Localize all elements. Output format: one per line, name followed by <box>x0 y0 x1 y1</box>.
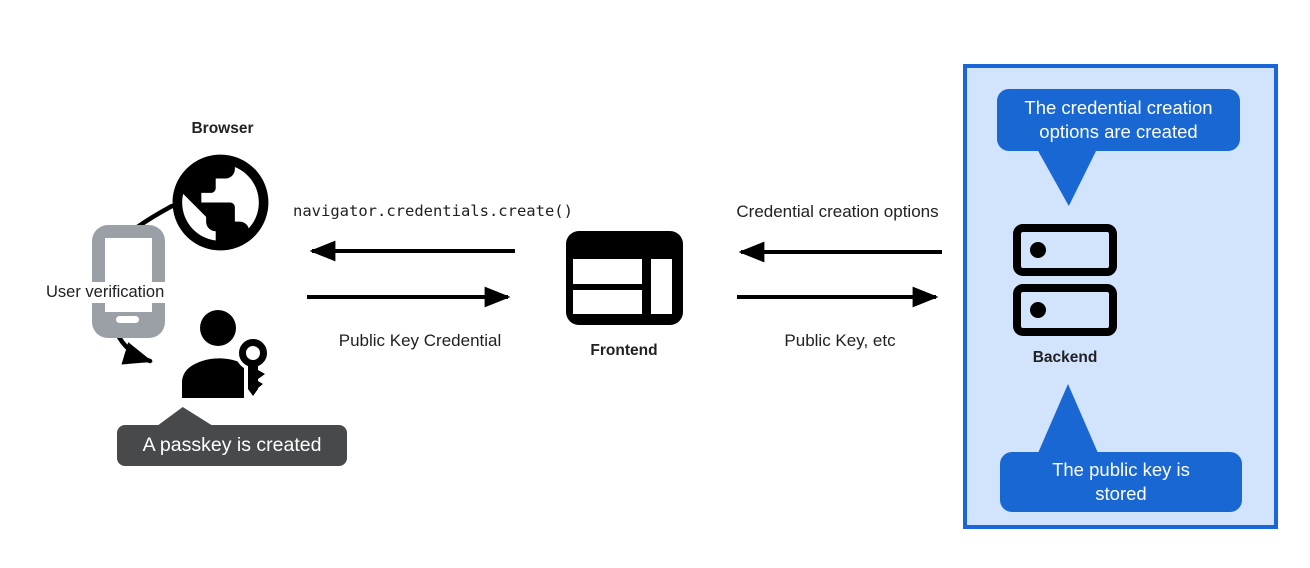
browser-globe-icon <box>172 154 269 251</box>
create-call-text: navigator.credentials.create() <box>293 202 573 220</box>
browser-node-label: Browser <box>191 120 254 137</box>
passkey-created-tooltip: A passkey is created <box>117 407 347 466</box>
bubble-pointer-up <box>1038 384 1098 453</box>
backend-node-label: Backend <box>1032 349 1098 366</box>
user-verification-label: User verification <box>43 282 168 303</box>
public-key-etc-text: Public Key, etc <box>784 331 896 350</box>
frontend-window-icon <box>566 231 683 325</box>
options-created-bubble: The credential creation options are crea… <box>997 89 1240 151</box>
bubble-pointer-down <box>1037 149 1097 206</box>
options-created-text: The credential creation options are crea… <box>1024 97 1213 142</box>
passkey-created-text: A passkey is created <box>142 434 322 456</box>
backend-panel: The credential creation options are crea… <box>963 64 1278 529</box>
backend-server-icon <box>1013 224 1117 336</box>
frontend-node-label: Frontend <box>590 342 658 359</box>
public-key-stored-bubble: The public key is stored <box>1000 452 1242 512</box>
public-key-stored-text: The public key is stored <box>1052 459 1190 504</box>
passkey-person-icon <box>182 310 271 398</box>
public-key-credential-text: Public Key Credential <box>338 331 502 350</box>
credential-creation-options-text: Credential creation options <box>736 202 939 221</box>
